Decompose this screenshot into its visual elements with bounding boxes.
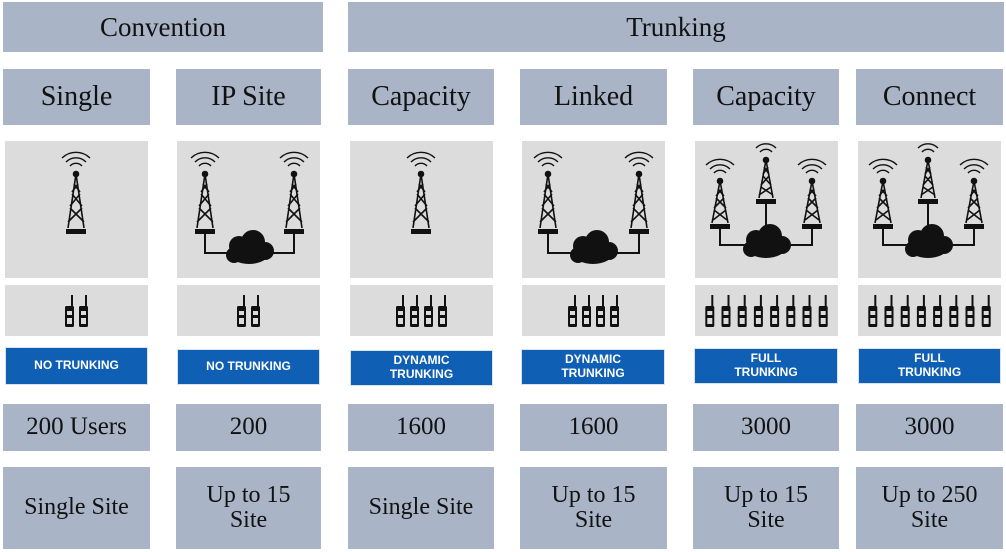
tower-panel-linked [522,141,665,278]
tower-panel-connect [858,141,1001,278]
radio-icons [568,295,619,327]
site-coverage-linked: Up to 15 Site [520,467,667,549]
radio-icon [802,295,812,327]
users-value-single: 200 Users [3,404,150,451]
trunking-badge-capacity-full: FULL TRUNKING [694,348,838,384]
radio-icons [705,295,828,327]
tower-diagram [705,143,827,258]
radio-icon [410,295,419,327]
tower-icon [406,151,436,234]
tower-diagram [533,151,654,264]
radio-row-connect [858,285,1001,336]
radio-icon [737,295,747,327]
users-value-capacity: 1600 [348,404,494,451]
trunking-badge-ip-site: NO TRUNKING [177,349,320,385]
radio-icon [721,295,731,327]
cloud-icon [570,230,618,264]
radio-icon [949,295,959,327]
tower-icon [755,143,777,204]
tower-diagram [61,151,91,234]
radio-icon [965,295,975,327]
radio-icons [65,295,88,327]
radio-icon [868,295,878,327]
radio-icon [79,295,88,327]
group-header-trunking: Trunking [348,2,1004,52]
trunking-badge-single: NO TRUNKING [5,347,148,385]
users-value-ip-site: 200 [176,404,321,451]
column-header-capacity: Capacity [348,69,494,125]
radio-icon [596,295,605,327]
radio-icon [884,295,894,327]
radio-icons [868,295,991,327]
site-coverage-single: Single Site [3,467,150,549]
radio-row-linked [522,285,665,336]
tower-panel-capacity [350,141,493,278]
radio-icon [65,295,74,327]
users-value-connect: 3000 [856,404,1003,451]
radio-icon [916,295,926,327]
column-header-capacity-full: Capacity [693,69,839,125]
users-value-capacity-full: 3000 [693,404,839,451]
site-coverage-capacity: Single Site [348,467,494,549]
group-header-convention: Convention [3,2,323,52]
tower-panel-ip-site [177,141,320,278]
radio-icon [981,295,991,327]
radio-icon [610,295,619,327]
cloud-icon [743,224,791,258]
tower-icon [533,151,563,234]
column-header-single: Single [3,69,150,125]
radio-row-capacity-full [695,285,838,336]
radio-icon [237,295,246,327]
radio-row-single [5,285,148,336]
column-header-connect: Connect [856,69,1003,125]
radio-icon [753,295,763,327]
users-value-linked: 1600 [520,404,667,451]
trunking-badge-capacity: DYNAMIC TRUNKING [350,350,493,386]
tower-diagram [406,151,436,234]
tower-icon [61,151,91,234]
tower-icon [624,151,654,234]
trunking-badge-linked: DYNAMIC TRUNKING [521,349,665,385]
trunking-badge-connect: FULL TRUNKING [858,348,1001,384]
radio-icon [900,295,910,327]
radio-icon [424,295,433,327]
radio-icon [438,295,447,327]
tower-icon [797,158,827,229]
tower-icon [868,158,898,229]
radio-icon [705,295,715,327]
column-header-ip-site: IP Site [176,69,321,125]
radio-icon [582,295,591,327]
tower-icon [917,143,939,204]
cloud-icon [905,224,953,258]
tower-diagram [190,151,309,264]
radio-icons [396,295,447,327]
radio-row-ip-site [177,285,320,336]
tower-panel-single [5,141,148,278]
site-coverage-ip-site: Up to 15 Site [176,467,321,549]
radio-icon [251,295,260,327]
tower-icon [190,151,220,234]
site-coverage-capacity-full: Up to 15 Site [693,467,839,549]
tower-panel-capacity-full [695,141,838,278]
site-coverage-connect: Up to 250 Site [856,467,1003,549]
tower-icon [705,158,735,229]
tower-icon [959,158,989,229]
radio-icons [237,295,260,327]
radio-row-capacity [350,285,493,336]
tower-icon [279,151,309,234]
radio-icon [568,295,577,327]
radio-icon [770,295,780,327]
radio-icon [933,295,943,327]
radio-icon [396,295,405,327]
cloud-icon [226,230,274,264]
tower-diagram [868,143,989,258]
radio-icon [786,295,796,327]
column-header-linked: Linked [520,69,667,125]
radio-icon [818,295,828,327]
